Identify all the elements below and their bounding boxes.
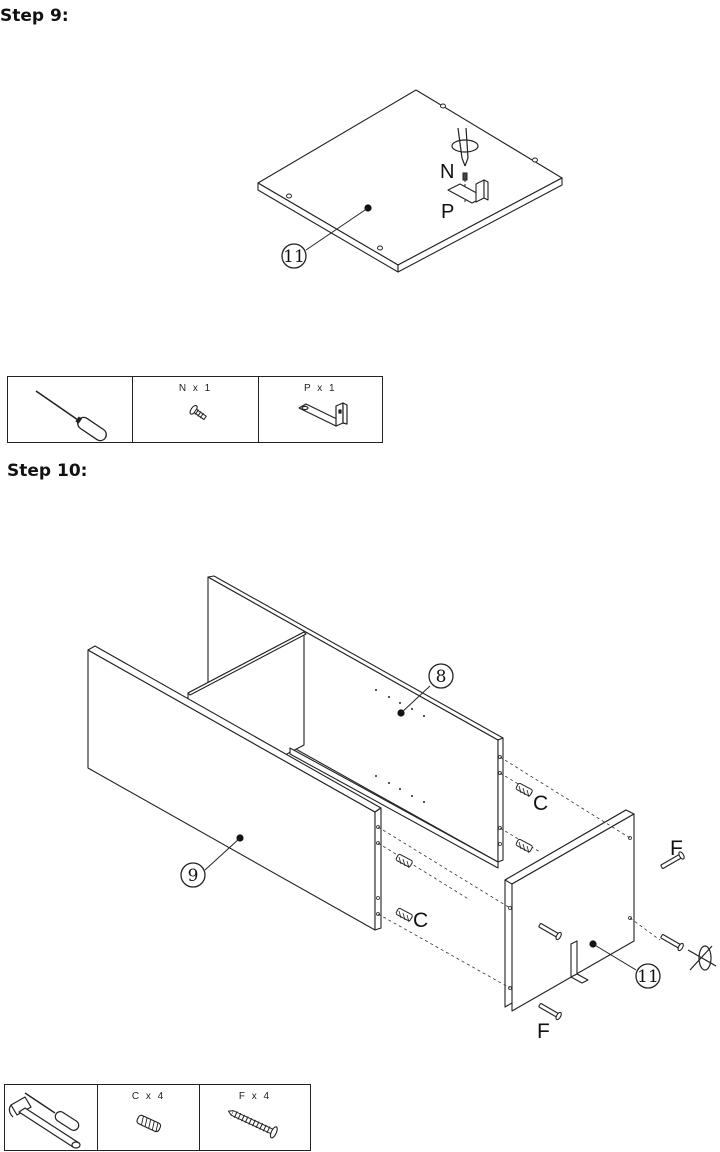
svg-text:8: 8 (436, 667, 447, 687)
step-9-title: Step 9: (0, 6, 69, 26)
svg-text:9: 9 (188, 866, 199, 886)
step9-callout-n: N (440, 161, 454, 183)
step-9-parts-table: N x 1 P x 1 (7, 376, 383, 443)
screwdriver-icon (35, 390, 107, 442)
svg-text:11: 11 (637, 967, 659, 987)
step-9-illustration: 11 N P (257, 89, 563, 273)
step10-callout-f-lower: F (537, 1020, 550, 1043)
step-10-title: Step 10: (7, 461, 88, 481)
parts-cell-screw-f: F x 4 (200, 1085, 310, 1150)
step9-callout-11: 11 (281, 243, 307, 269)
parts-label-n: N x 1 (178, 383, 213, 394)
step10-callout-c-lower: C (413, 909, 428, 932)
parts-label-c: C x 4 (131, 1091, 166, 1102)
step9-callout-p: P (441, 201, 454, 223)
screw-f-icon (227, 1109, 278, 1139)
svg-text:11: 11 (283, 247, 305, 267)
parts-label-p: P x 1 (304, 383, 337, 394)
parts-cell-dowel-c: C x 4 (98, 1085, 200, 1150)
wood-dowel-c-icon (136, 1114, 162, 1133)
step-10-parts-table: C x 4 F x 4 (4, 1084, 311, 1151)
parts-cell-tool (8, 377, 134, 442)
screw-n-icon (189, 404, 208, 421)
step10-callout-f-upper: F (670, 837, 683, 860)
parts-cell-tools (5, 1085, 98, 1150)
l-bracket-p-icon (298, 402, 348, 427)
parts-label-f: F x 4 (238, 1091, 272, 1102)
step10-callout-11: 11 (635, 963, 661, 989)
step10-callout-8: 8 (428, 663, 454, 689)
step-10-illustration: 8 9 11 C C F F (87, 575, 717, 1043)
parts-cell-bracket-p: P x 1 (259, 377, 382, 442)
parts-cell-screw-n: N x 1 (133, 377, 259, 442)
step10-callout-c-upper: C (533, 792, 548, 815)
step10-callout-9: 9 (180, 862, 206, 888)
hammer-and-screwdriver-icon (8, 1092, 81, 1149)
